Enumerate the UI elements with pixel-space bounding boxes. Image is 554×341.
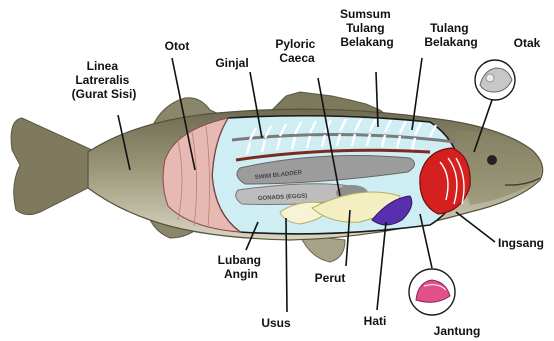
label-otak: Otak (514, 36, 541, 50)
label-jantung: Jantung (434, 324, 481, 338)
brain-inset (475, 60, 515, 100)
label-sumsum-tulang-belakang: Sumsum Tulang Belakang (340, 7, 394, 49)
tail-fin (11, 118, 92, 215)
label-usus: Usus (261, 316, 291, 330)
label-lubang-angin: Lubang Angin (218, 253, 265, 281)
label-linea-latreralis: Linea Latreralis (Gurat Sisi) (72, 59, 137, 101)
label-ginjal: Ginjal (215, 56, 248, 70)
fish-eye (487, 155, 497, 165)
heart-inset (409, 269, 455, 315)
label-hati: Hati (364, 314, 387, 328)
label-perut: Perut (315, 271, 346, 285)
label-otot: Otot (165, 39, 190, 53)
label-pyloric-caeca: Pyloric Caeca (275, 37, 318, 65)
label-tulang-belakang: Tulang Belakang (424, 21, 477, 49)
label-ingsang: Ingsang (498, 236, 544, 250)
